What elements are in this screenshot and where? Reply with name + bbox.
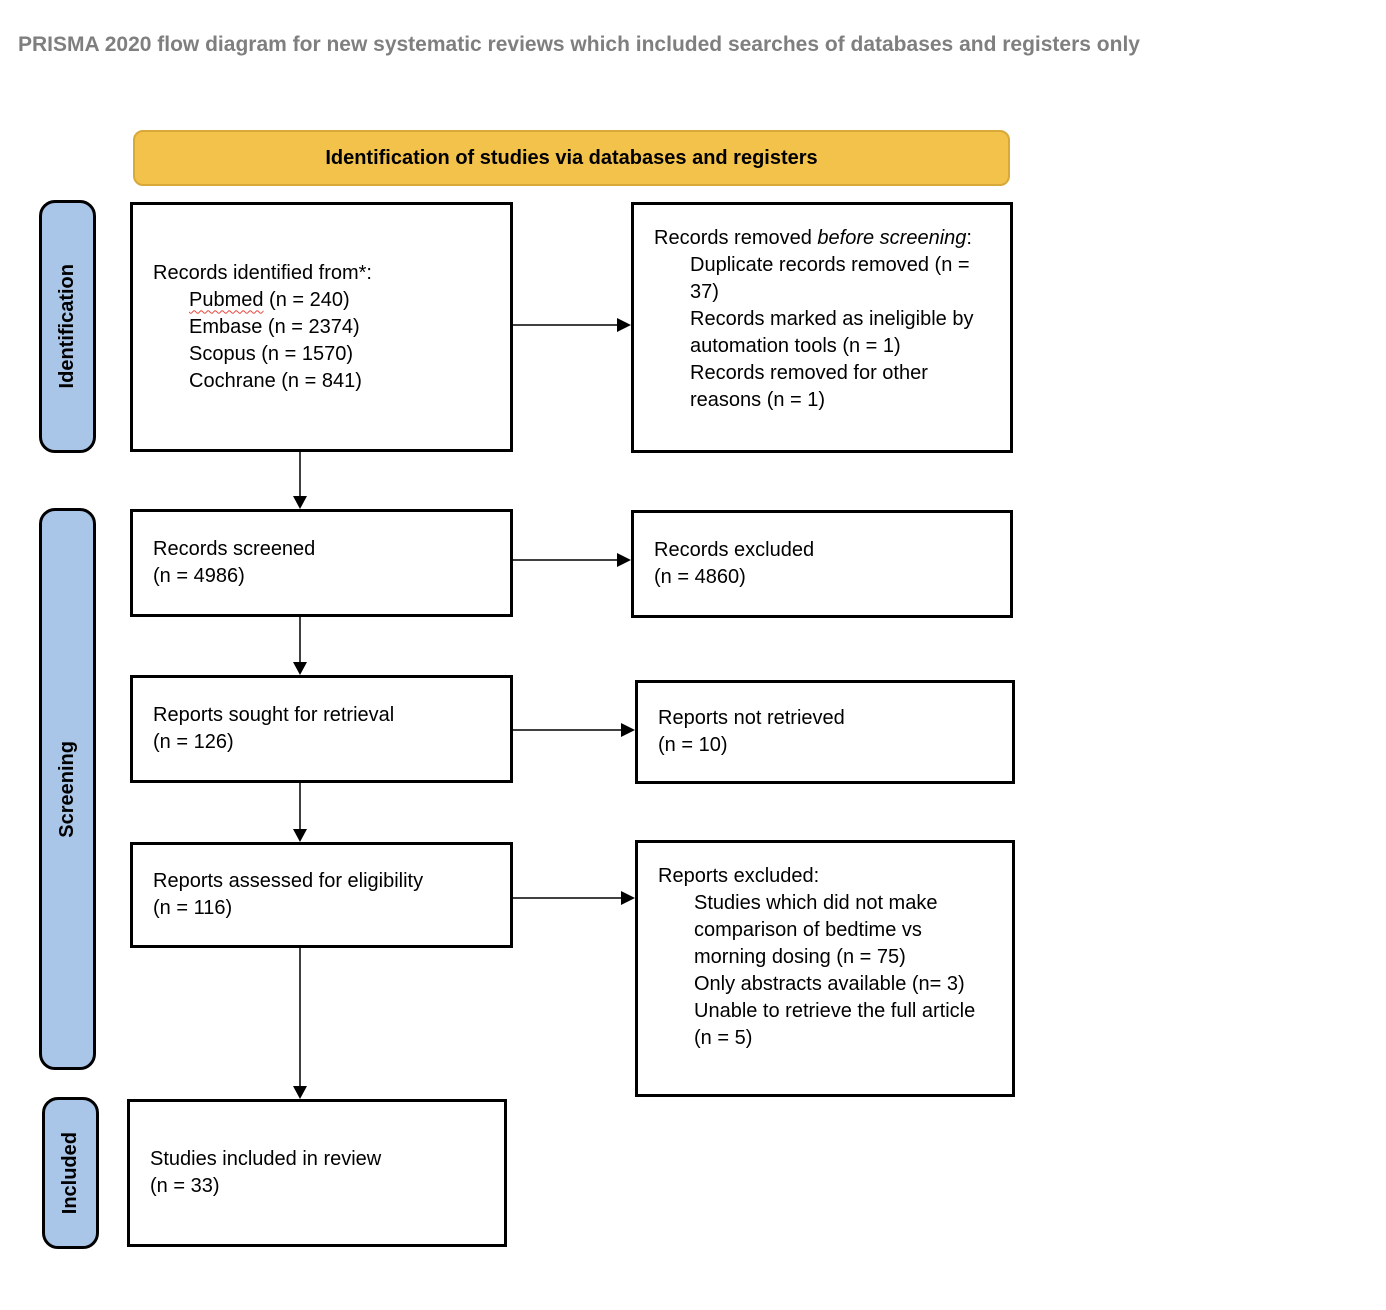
box-reports-sought: Reports sought for retrieval (n = 126)	[130, 675, 513, 783]
stage-label-identification: Identification	[39, 200, 96, 453]
source-item: Scopus (n = 1570)	[189, 341, 480, 368]
reports-sought-line1: Reports sought for retrieval	[153, 704, 395, 726]
stage-included-text: Included	[59, 1131, 81, 1215]
down-arrow-icon	[293, 617, 307, 675]
right-arrow-icon	[513, 318, 631, 332]
heading-prefix: Records removed	[654, 227, 818, 249]
excluded-reason: Studies which did not make comparison of…	[694, 892, 938, 968]
source-count: (n = 841)	[275, 369, 362, 392]
source-name: Cochrane	[189, 369, 276, 392]
records-excluded-line2: (n = 4860)	[654, 566, 746, 588]
source-item: Pubmed (n = 240)	[189, 287, 480, 314]
reports-assessed-line2: (n = 116)	[153, 897, 233, 919]
box-reports-excluded: Reports excluded: Studies which did not …	[635, 840, 1015, 1097]
stage-identification-text: Identification	[56, 264, 78, 389]
box-studies-included: Studies included in review (n = 33)	[127, 1099, 507, 1247]
records-screened-line2: (n = 4986)	[153, 565, 245, 587]
right-arrow-icon	[513, 553, 631, 567]
reports-not-retrieved-line1: Reports not retrieved	[658, 707, 845, 729]
reports-excluded-heading: Reports excluded:	[658, 865, 820, 887]
records-identified-heading: Records identified from*:	[153, 261, 372, 284]
box-records-removed: Records removed before screening: Duplic…	[631, 202, 1013, 453]
removed-reason: Records removed for other reasons (n = 1…	[690, 362, 928, 411]
source-name: Pubmed	[189, 288, 264, 311]
reports-not-retrieved-line2: (n = 10)	[658, 734, 728, 756]
down-arrow-icon	[293, 452, 307, 509]
removed-reason: Records marked as ineligible by automati…	[690, 308, 974, 357]
reports-sought-line2: (n = 126)	[153, 731, 234, 753]
right-arrow-icon	[513, 723, 635, 737]
stage-screening-text: Screening	[56, 740, 78, 838]
source-item: Cochrane (n = 841)	[189, 368, 480, 395]
heading-suffix: :	[966, 227, 972, 249]
studies-included-line2: (n = 33)	[150, 1175, 220, 1197]
box-records-identified: Records identified from*: Pubmed (n = 24…	[130, 202, 513, 452]
records-removed-heading: Records removed before screening:	[654, 225, 980, 252]
excluded-reason: Only abstracts available (n= 3)	[694, 973, 965, 995]
source-name: Embase	[189, 315, 263, 338]
reports-assessed-line1: Reports assessed for eligibility	[153, 870, 424, 892]
down-arrow-icon	[293, 783, 307, 842]
records-screened-line1: Records screened	[153, 538, 316, 560]
stage-label-screening: Screening	[39, 508, 96, 1070]
records-excluded-line1: Records excluded	[654, 539, 815, 561]
box-records-screened: Records screened (n = 4986)	[130, 509, 513, 617]
removed-reason: Duplicate records removed (n = 37)	[690, 254, 970, 303]
box-reports-assessed: Reports assessed for eligibility (n = 11…	[130, 842, 513, 948]
stage-label-included: Included	[42, 1097, 99, 1249]
studies-included-line1: Studies included in review	[150, 1148, 382, 1170]
source-count: (n = 2374)	[262, 315, 360, 338]
identification-banner: Identification of studies via databases …	[133, 130, 1010, 186]
source-item: Embase (n = 2374)	[189, 314, 480, 341]
source-count: (n = 1570)	[255, 342, 354, 365]
heading-italic: before screening	[817, 227, 967, 249]
right-arrow-icon	[513, 891, 635, 905]
box-records-excluded: Records excluded (n = 4860)	[631, 510, 1013, 618]
box-reports-not-retrieved: Reports not retrieved (n = 10)	[635, 680, 1015, 784]
page-title: PRISMA 2020 flow diagram for new systema…	[18, 33, 1140, 56]
source-name: Scopus	[189, 342, 256, 365]
excluded-reason: Unable to retrieve the full article (n =…	[694, 1000, 976, 1049]
banner-label: Identification of studies via databases …	[325, 146, 818, 169]
down-arrow-icon	[293, 948, 307, 1099]
source-count: (n = 240)	[263, 288, 350, 311]
